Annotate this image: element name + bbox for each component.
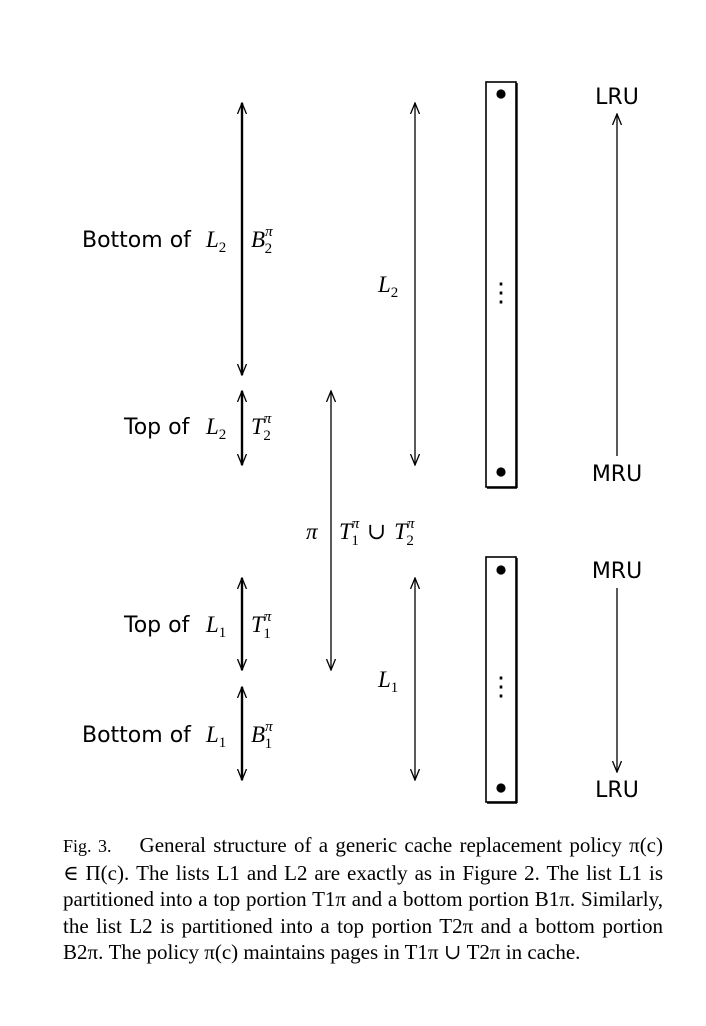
math-l1-span: L1 [377,667,398,696]
math-l2-bottom: L2 [205,227,226,256]
caption-text: General structure of a generic cache rep… [63,833,663,964]
math-l2-span: L2 [377,272,398,301]
math-l2-top: L2 [205,414,226,443]
label-mru-l1: MRU [592,559,642,584]
list-box-l1 [485,556,517,803]
list-box-l1-vdots: ⋮ [488,672,514,701]
label-top-of-l1: Top of [123,613,191,638]
math-l1-top: L1 [205,612,226,641]
label-top-of-l2: Top of [123,415,191,440]
list-box-l2 [485,81,517,488]
list-box-l2-bottom-dot [496,467,506,477]
label-lru-bottom: LRU [595,778,639,803]
label-lru-top: LRU [595,85,639,110]
list-box-l2-top-dot [496,89,506,99]
figure-label: Fig. 3. [63,836,112,856]
label-bottom-of-l1: Bottom of [82,723,192,748]
math-l1-bottom: L1 [205,722,226,751]
list-box-l2-vdots: ⋮ [488,278,514,307]
label-bottom-of-l2: Bottom of [82,228,192,253]
figure-caption: Fig. 3.General structure of a generic ca… [63,832,663,966]
label-mru-l2: MRU [592,462,642,487]
math-pi-label: π [306,519,319,544]
list-box-l1-bottom-dot [496,783,506,793]
list-box-l1-top-dot [496,565,506,575]
